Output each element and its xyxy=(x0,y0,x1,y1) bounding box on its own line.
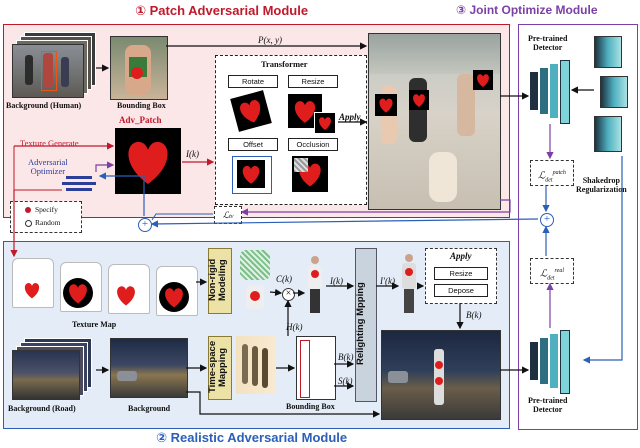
detector-top-icon xyxy=(530,60,582,124)
walking-sequence xyxy=(236,336,276,394)
background-road-stack xyxy=(10,338,96,402)
background-human-stack xyxy=(12,32,102,98)
realistic-apply-label: Apply xyxy=(450,251,472,261)
figure-ik xyxy=(306,256,324,314)
ik-prime-label: I′(k) xyxy=(380,276,395,286)
joint-module-title: ③ Joint Optimize Module xyxy=(456,3,598,17)
patch-module-title: ① Patch Adversarial Module xyxy=(135,3,309,18)
detector-bottom-label: Pre-trained Detector xyxy=(528,396,568,414)
realistic-ik-label: I(k) xyxy=(330,276,343,286)
init-switch-box: Specify Random xyxy=(10,201,82,233)
textured-shirt-figure xyxy=(246,285,264,309)
sk-label: S(k) xyxy=(338,376,353,386)
background-label: Background xyxy=(128,404,171,413)
rotate-button: Rotate xyxy=(228,75,278,88)
random-label: Random xyxy=(35,218,61,227)
texture-generate-label: Texture Generate xyxy=(20,138,79,148)
bk-down-label: B(k) xyxy=(466,310,482,320)
transformer-title: Transformer xyxy=(261,59,308,69)
depose-op: Depose xyxy=(434,284,488,297)
heart-icon xyxy=(165,288,183,308)
offset-patch xyxy=(232,156,272,194)
bounding-box-label: Bounding Box xyxy=(117,101,166,110)
realistic-module-title: ② Realistic Adversarial Module xyxy=(156,430,348,445)
detector-bottom-icon xyxy=(530,330,582,394)
hk-label: H(k) xyxy=(286,322,303,332)
heart-icon xyxy=(117,286,135,306)
specify-label: Specify xyxy=(35,205,58,214)
heart-icon xyxy=(69,284,87,304)
ldet-patch-box: ℒdetpatch xyxy=(530,160,574,186)
shakedrop-icon xyxy=(594,36,632,156)
optimizer-icon xyxy=(62,176,96,192)
heart-icon xyxy=(24,283,40,299)
bk-label: B(k) xyxy=(338,352,354,362)
apply-ops-box: Apply Resize Depose xyxy=(425,248,497,304)
figure-ik-prime xyxy=(400,254,418,314)
relighting-box xyxy=(355,248,377,402)
pxy-label: P(x, y) xyxy=(258,35,282,45)
occlusion-patch xyxy=(292,156,328,192)
adversarial-optimizer-label: Adversarial Optimizer xyxy=(28,157,68,176)
patch-applied-scene xyxy=(368,33,501,210)
adv-patch-label: Adv_Patch xyxy=(119,115,162,125)
offset-button: Offset xyxy=(228,138,278,151)
texture-map-label: Texture Map xyxy=(72,320,117,329)
background-human-label: Background (Human) xyxy=(6,101,82,110)
detector-top-label: Pre-trained Detector xyxy=(528,34,568,52)
resize-button: Resize xyxy=(288,75,338,88)
mesh-figure xyxy=(240,250,270,280)
bounding-box-photo xyxy=(110,36,168,100)
night-scene-result xyxy=(381,330,501,420)
background-photo xyxy=(110,338,188,398)
resize-op: Resize xyxy=(434,267,488,280)
realistic-bounding-box-label: Bounding Box xyxy=(286,402,335,411)
patch-ik-label: I(k) xyxy=(186,149,199,159)
adv-patch xyxy=(115,128,181,194)
apply-label: Apply xyxy=(339,112,361,122)
heart-icon xyxy=(128,141,168,184)
non-rigid-box xyxy=(208,248,232,314)
occlusion-button: Occlusion xyxy=(288,138,338,151)
background-road-label: Background (Road) xyxy=(8,404,76,413)
bounding-box-sequence xyxy=(296,336,336,400)
shakedrop-label: Shakedrop Regularization xyxy=(576,176,627,194)
rotated-patch xyxy=(230,90,272,132)
ldet-real-box: ℒdetreal xyxy=(530,258,574,284)
time-space-box xyxy=(208,336,232,400)
ck-label: C(k) xyxy=(276,274,292,284)
transformer-box: Transformer Rotate Resize Offset Occlusi… xyxy=(215,55,367,205)
